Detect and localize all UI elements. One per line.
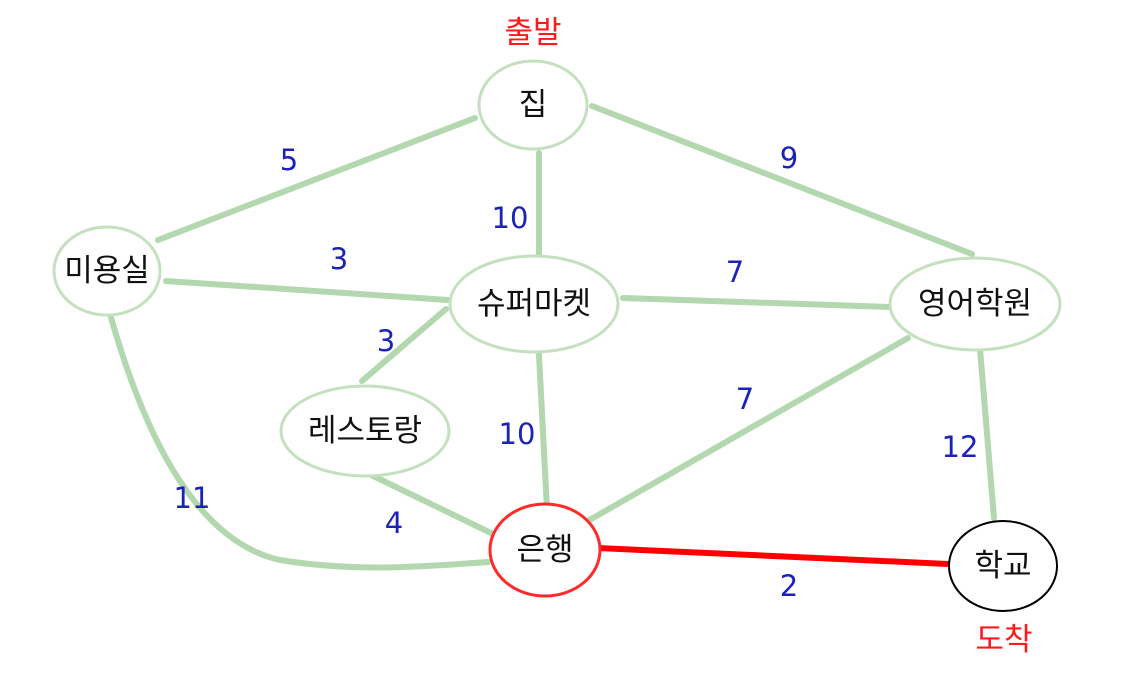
edge-salon-supermarket [163,278,451,303]
weight-restaurant-bank: 4 [385,506,403,540]
node-academy-shape [888,256,1062,352]
node-restaurant-label: 레스토랑 [308,413,422,449]
node-home-shape [477,59,589,151]
node-school[interactable]: 학교 [948,520,1058,612]
node-supermarket[interactable]: 슈퍼마켓 [448,254,620,354]
weight-salon-supermarket: 3 [330,242,348,276]
edge-salon-bank [107,311,491,571]
weight-home-academy: 9 [780,141,798,175]
node-school-shape [948,520,1058,612]
edge-restaurant-bank [362,469,496,537]
weight-salon-bank: 11 [174,481,211,515]
node-supermarket-shape [448,254,620,354]
node-bank-shape [488,502,602,598]
edge-academy-school [977,346,997,521]
node-salon-shape [52,225,162,317]
edge-academy-bank [583,335,911,525]
node-academy-label: 영어학원 [918,286,1032,322]
node-salon-label: 미용실 [64,253,150,289]
edge-supermarket-academy [620,295,893,310]
weight-bank-school: 2 [780,569,798,603]
node-home-label: 집 [519,87,548,123]
weight-supermarket-restaurant: 3 [377,324,395,358]
node-home[interactable]: 집 [477,59,589,151]
edge-bank-school [595,545,951,567]
edge-home-academy [589,103,975,257]
edge-home-salon [155,115,478,243]
weight-academy-school: 12 [942,430,979,464]
node-school-label: 학교 [974,548,1031,584]
node-bank-label: 은행 [516,532,573,568]
weight-supermarket-bank: 10 [499,417,536,451]
node-restaurant[interactable]: 레스토랑 [279,384,451,478]
node-bank[interactable]: 은행 [488,502,602,598]
node-academy[interactable]: 영어학원 [888,256,1062,352]
weight-academy-bank: 7 [736,382,754,416]
weight-supermarket-academy: 7 [726,255,744,289]
edge-supermarket-bank [536,352,550,513]
weight-home-supermarket: 10 [492,201,529,235]
edge-supermarket-restaurant [359,306,449,384]
start-marker-label: 출발 [504,15,561,51]
node-supermarket-label: 슈퍼마켓 [477,286,591,322]
end-marker-label: 도착 [975,622,1032,658]
weight-home-salon: 5 [280,143,298,177]
node-salon[interactable]: 미용실 [52,225,162,317]
node-restaurant-shape [279,384,451,478]
